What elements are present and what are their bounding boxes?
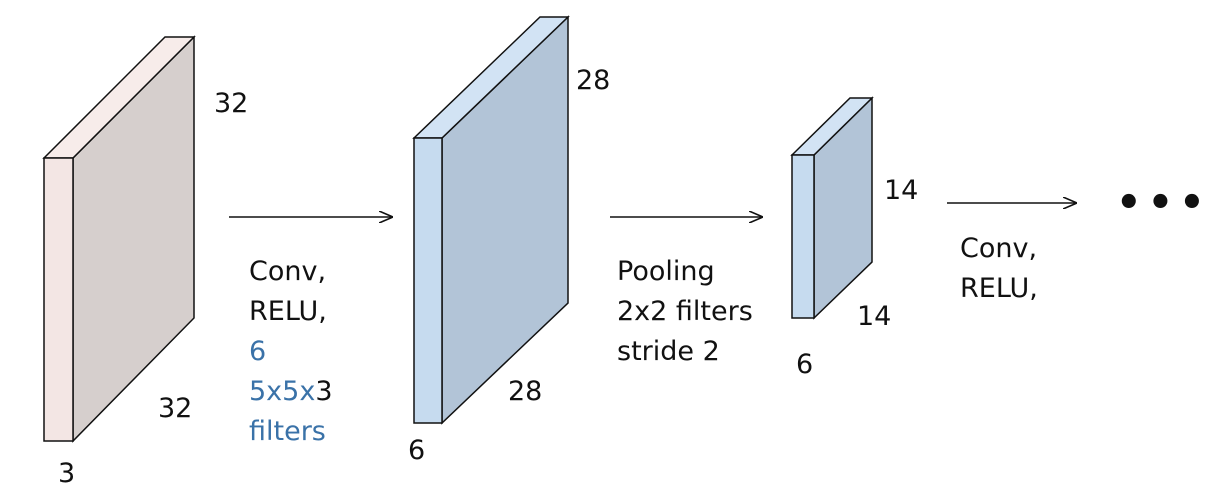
input-volume xyxy=(42,35,196,443)
conv1-width-label: 28 xyxy=(508,376,543,407)
conv1-filter-size-depth: 3 xyxy=(315,376,333,407)
conv1-filter-count: 6 xyxy=(249,336,267,367)
pool1-op-line3: stride 2 xyxy=(617,336,720,367)
conv1-filter-size: 5x5x3 xyxy=(249,372,333,412)
conv1-op-line2: RELU, xyxy=(249,296,327,327)
input-height-label: 32 xyxy=(214,88,249,119)
conv1-volume-front xyxy=(413,137,443,424)
pool1-volume-front xyxy=(791,154,815,319)
conv1-filter-size-hw: 5x5x xyxy=(249,376,316,407)
conv1-op-line1: Conv, xyxy=(249,256,327,287)
conv1-height-label: 28 xyxy=(576,65,611,96)
conv1-op-label: Conv, RELU, 6 5x5x3 filters xyxy=(249,252,333,452)
continuation-ellipsis: ••• xyxy=(1116,180,1211,226)
pool1-width-label: 14 xyxy=(857,301,892,332)
conv1-depth-label: 6 xyxy=(408,435,426,466)
conv2-op-label: Conv, RELU, xyxy=(960,229,1038,309)
pool1-depth-label: 6 xyxy=(796,349,814,380)
input-width-label: 32 xyxy=(158,393,193,424)
pool1-op-line1: Pooling xyxy=(617,256,715,287)
conv1-filter-word: filters xyxy=(249,416,326,447)
conv2-op-line1: Conv, xyxy=(960,233,1038,264)
pool1-op-line2: 2x2 filters xyxy=(617,296,753,327)
input-volume-front xyxy=(43,157,74,442)
conv2-op-line2: RELU, xyxy=(960,273,1038,304)
pool1-height-label: 14 xyxy=(884,175,919,206)
input-depth-label: 3 xyxy=(58,458,76,489)
pool1-volume xyxy=(790,96,874,320)
conv1-volume xyxy=(412,15,570,425)
pool1-op-label: Pooling 2x2 filters stride 2 xyxy=(617,252,753,372)
